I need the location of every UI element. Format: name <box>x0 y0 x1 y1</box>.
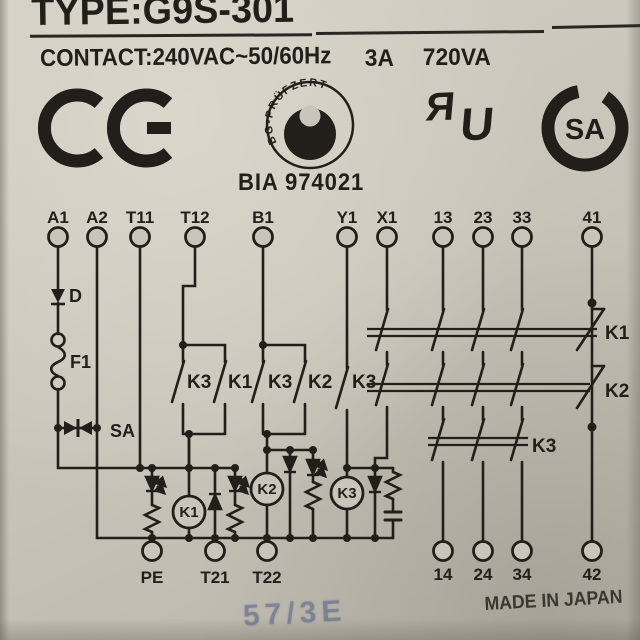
terminal-label-t11: T11 <box>126 208 154 227</box>
ce-mark-icon <box>37 88 173 168</box>
terminal-label-t12: T12 <box>180 208 209 227</box>
power-rating: 720VA <box>422 44 491 71</box>
terminal-label-x1: X1 <box>377 208 398 227</box>
csa-mark-icon: SA <box>541 84 629 172</box>
terminal-label-y1: Y1 <box>337 208 358 227</box>
terminal-label-23: 23 <box>474 208 493 227</box>
contact-label-k2: K2 <box>308 372 332 393</box>
bank-label-k2: K2 <box>605 381 629 402</box>
terminal-label-24: 24 <box>474 565 493 584</box>
coil-label-k3: K3 <box>337 485 356 502</box>
led-indicator-icons <box>144 458 329 496</box>
bank-label-k3: K3 <box>532 436 556 457</box>
csa-letters: SA <box>565 114 605 146</box>
diode-d-icon <box>51 289 65 306</box>
bg-pruefzert-seal-icon: BG-PRÜFZERT <box>263 77 355 170</box>
terminal-label-34: 34 <box>513 565 532 584</box>
coil-k3 <box>329 475 365 511</box>
coil-k2 <box>249 471 285 507</box>
terminal-label-33: 33 <box>513 208 532 227</box>
contact-label-k1: K1 <box>228 372 253 393</box>
suppressor-diode-icons <box>207 455 383 511</box>
contact-label-k3-b: K3 <box>268 372 292 393</box>
bg-certificate-number: BIA 974021 <box>238 169 365 196</box>
fuse-label: F1 <box>70 352 91 372</box>
junction-dots <box>54 298 597 542</box>
terminal-label-a2: A2 <box>86 208 108 227</box>
terminal-label-14: 14 <box>434 565 453 584</box>
terminal-label-41: 41 <box>583 208 602 227</box>
coil-label-k2: K2 <box>257 481 276 498</box>
coil-k1 <box>171 494 207 530</box>
coil-label-k1: K1 <box>179 504 198 521</box>
schematic-wiring <box>49 244 594 544</box>
surge-absorber-sa-icon <box>64 419 92 437</box>
diode-label: D <box>69 286 82 306</box>
contact-label-k3-c: K3 <box>352 372 376 393</box>
current-rating: 3A <box>364 45 394 72</box>
bank-label-k1: K1 <box>605 323 630 344</box>
terminal-label-t22: T22 <box>252 568 281 587</box>
terminal-label-b1: B1 <box>252 208 274 227</box>
contact-gang-link-lines <box>367 327 597 447</box>
surge-absorber-label: SA <box>110 421 135 441</box>
terminal-label-t21: T21 <box>200 568 229 587</box>
nc-contact-blades <box>575 307 606 410</box>
contact-label-k3-a: K3 <box>187 372 211 393</box>
terminal-label-pe: PE <box>141 568 164 587</box>
terminal-label-a1: A1 <box>47 208 69 227</box>
terminal-label-13: 13 <box>434 208 453 227</box>
fuse-f1-icon <box>50 332 66 391</box>
terminal-label-42: 42 <box>583 565 602 584</box>
terminal-circles <box>47 226 603 562</box>
relay-coils <box>171 471 365 530</box>
